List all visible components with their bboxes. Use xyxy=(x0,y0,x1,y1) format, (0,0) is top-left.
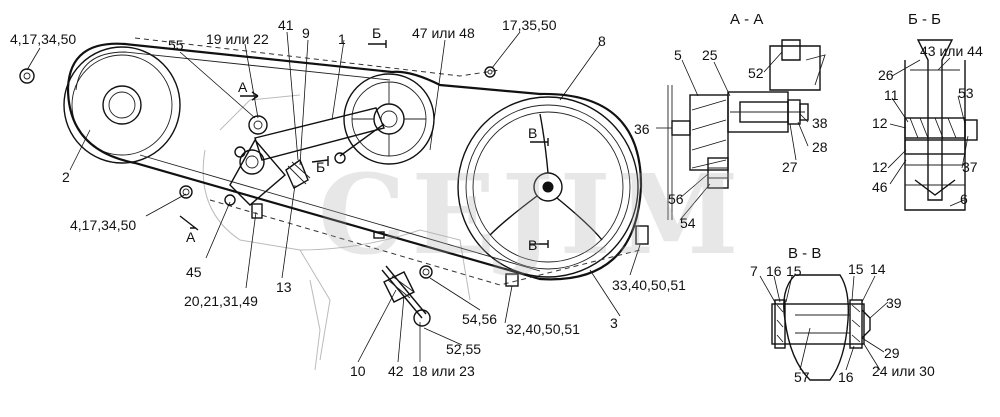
callout-25: 25 xyxy=(702,47,718,63)
callout-32-40-50-51: 32,40,50,51 xyxy=(506,321,580,337)
callout-45: 45 xyxy=(186,264,202,280)
callout-16-bottom: 16 xyxy=(838,369,854,385)
section-mark-v-top: В xyxy=(528,125,538,141)
callout-12-lower: 12 xyxy=(872,159,888,175)
callout-41: 41 xyxy=(278,17,294,33)
callout-33-40-50-51: 33,40,50,51 xyxy=(612,277,686,293)
callout-1: 1 xyxy=(338,31,346,47)
callout-54-56: 54,56 xyxy=(462,311,498,327)
callout-8: 8 xyxy=(598,33,606,49)
callout-18-or-23: 18 или 23 xyxy=(412,363,475,379)
callout-26: 26 xyxy=(878,67,894,83)
callout-4-17-34-50-top: 4,17,34,50 xyxy=(10,31,77,47)
section-title-aa: А - А xyxy=(730,11,764,28)
callout-39: 39 xyxy=(886,295,902,311)
callout-9: 9 xyxy=(302,25,310,41)
section-mark-v-bottom: В xyxy=(528,237,538,253)
section-mark-b-top: Б xyxy=(372,25,382,41)
callout-19-or-22: 19 или 22 xyxy=(206,31,269,47)
section-title-vv: В - В xyxy=(788,245,822,262)
callout-53: 53 xyxy=(958,85,974,101)
driven-pulley-large xyxy=(457,96,639,278)
callout-3: 3 xyxy=(610,315,618,331)
callout-42: 42 xyxy=(388,363,404,379)
callout-27: 27 xyxy=(782,159,798,175)
callout-12-upper: 12 xyxy=(872,115,888,131)
callout-52-55: 52,55 xyxy=(446,341,482,357)
belt-guard-outline xyxy=(134,37,641,286)
callout-36: 36 xyxy=(634,121,650,137)
callout-52: 52 xyxy=(748,65,764,81)
callout-17-35-50: 17,35,50 xyxy=(502,17,557,33)
tensioner-arm xyxy=(224,107,385,206)
callout-28: 28 xyxy=(812,139,828,155)
callout-20-21-31-49: 20,21,31,49 xyxy=(184,293,258,309)
callout-47-or-48: 47 или 48 xyxy=(412,25,475,41)
callout-24-or-30: 24 или 30 xyxy=(872,363,935,379)
callout-11: 11 xyxy=(884,87,899,103)
callout-15-right: 15 xyxy=(848,261,864,277)
callout-57: 57 xyxy=(794,369,810,385)
callout-2: 2 xyxy=(62,169,70,185)
section-vv-view xyxy=(771,274,871,381)
section-cut-markers xyxy=(179,40,549,248)
machine-frame-ghost xyxy=(202,94,471,371)
section-aa-view xyxy=(667,39,826,220)
callout-14: 14 xyxy=(870,261,886,277)
callout-7: 7 xyxy=(750,263,758,279)
section-title-bb: Б - Б xyxy=(908,11,942,28)
callout-10: 10 xyxy=(350,363,366,379)
callout-46: 46 xyxy=(872,179,888,195)
callout-43-or-44: 43 или 44 xyxy=(920,43,983,59)
callout-16-top: 16 xyxy=(766,263,782,279)
callout-13: 13 xyxy=(276,279,292,295)
callout-15-left: 15 xyxy=(786,263,802,279)
callout-56: 56 xyxy=(668,191,684,207)
callout-55: 55 xyxy=(168,37,184,53)
callout-38: 38 xyxy=(812,115,828,131)
callout-37: 37 xyxy=(962,159,978,175)
callout-4-17-34-50-bottom: 4,17,34,50 xyxy=(70,217,137,233)
callout-5: 5 xyxy=(674,47,682,63)
section-mark-b-lower: Б xyxy=(316,159,326,175)
adjusting-rod-assembly xyxy=(381,265,433,327)
callout-6: 6 xyxy=(960,191,968,207)
drive-pulley-small xyxy=(63,46,181,164)
callout-54: 54 xyxy=(680,215,696,231)
section-mark-a-top: А xyxy=(238,79,248,95)
callout-29: 29 xyxy=(884,345,900,361)
leader-lines xyxy=(26,31,969,371)
guard-fasteners xyxy=(19,66,649,287)
section-bb-view xyxy=(904,39,978,211)
v-belt xyxy=(66,42,643,281)
section-mark-a-bottom: А xyxy=(186,229,196,245)
watermark: CEJIM xyxy=(318,150,745,279)
